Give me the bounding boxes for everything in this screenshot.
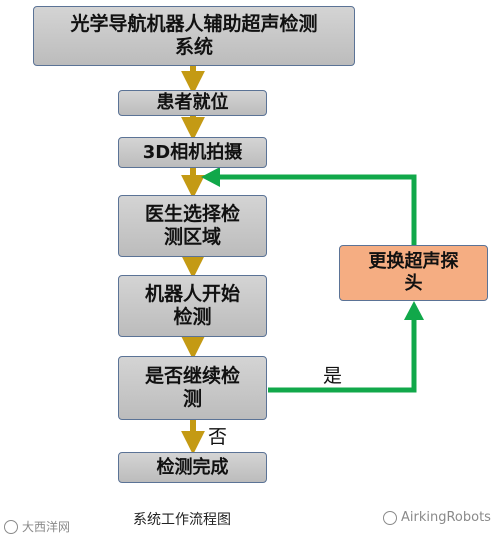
- wechat-icon: [383, 510, 397, 525]
- watermark-right-text: AirkingRobots: [401, 510, 491, 525]
- arrow-loop-head: [201, 167, 220, 187]
- replace-probe-line-2: 头: [404, 273, 423, 294]
- done-label: 检测完成: [156, 456, 229, 478]
- doctor-select-box: 医生选择检测区域: [118, 195, 267, 257]
- title-box: 光学导航机器人辅助超声检测系统: [33, 6, 355, 66]
- robot-start-line-1: 机器人开始: [144, 283, 240, 306]
- camera-capture-label: 3D相机拍摄: [142, 141, 243, 163]
- weibo-icon: [4, 519, 18, 534]
- robot-start-box: 机器人开始检测: [118, 275, 267, 337]
- arrow-replace-to-loop: [218, 174, 417, 245]
- continue-check-line-1: 是否继续检: [144, 365, 240, 388]
- replace-probe-box: 更换超声探头: [339, 245, 488, 301]
- robot-start-line-2: 检测: [173, 306, 212, 328]
- watermark-left: 大西洋网: [4, 518, 70, 535]
- watermark-right: AirkingRobots: [383, 510, 491, 525]
- title-line-1: 光学导航机器人辅助超声检测: [70, 13, 318, 36]
- doctor-select-line-1: 医生选择检: [144, 203, 240, 226]
- continue-check-line-2: 测: [182, 388, 202, 410]
- diagram-caption: 系统工作流程图: [133, 512, 231, 528]
- doctor-select-line-2: 测区域: [163, 226, 221, 248]
- yes-label: 是: [323, 365, 343, 387]
- patient-ready-label: 患者就位: [156, 92, 229, 114]
- done-box: 检测完成: [118, 452, 267, 483]
- patient-ready-box: 患者就位: [118, 90, 267, 116]
- continue-check-box: 是否继续检测: [118, 356, 267, 420]
- replace-probe-line-1: 更换超声探: [368, 251, 459, 273]
- no-label: 否: [208, 426, 228, 448]
- watermark-left-text: 大西洋网: [22, 520, 71, 534]
- title-line-2: 系统: [174, 36, 213, 58]
- arrow-yes-to-replace: [268, 318, 417, 393]
- camera-capture-box: 3D相机拍摄: [118, 137, 267, 168]
- arrow-yes-head: [404, 301, 424, 320]
